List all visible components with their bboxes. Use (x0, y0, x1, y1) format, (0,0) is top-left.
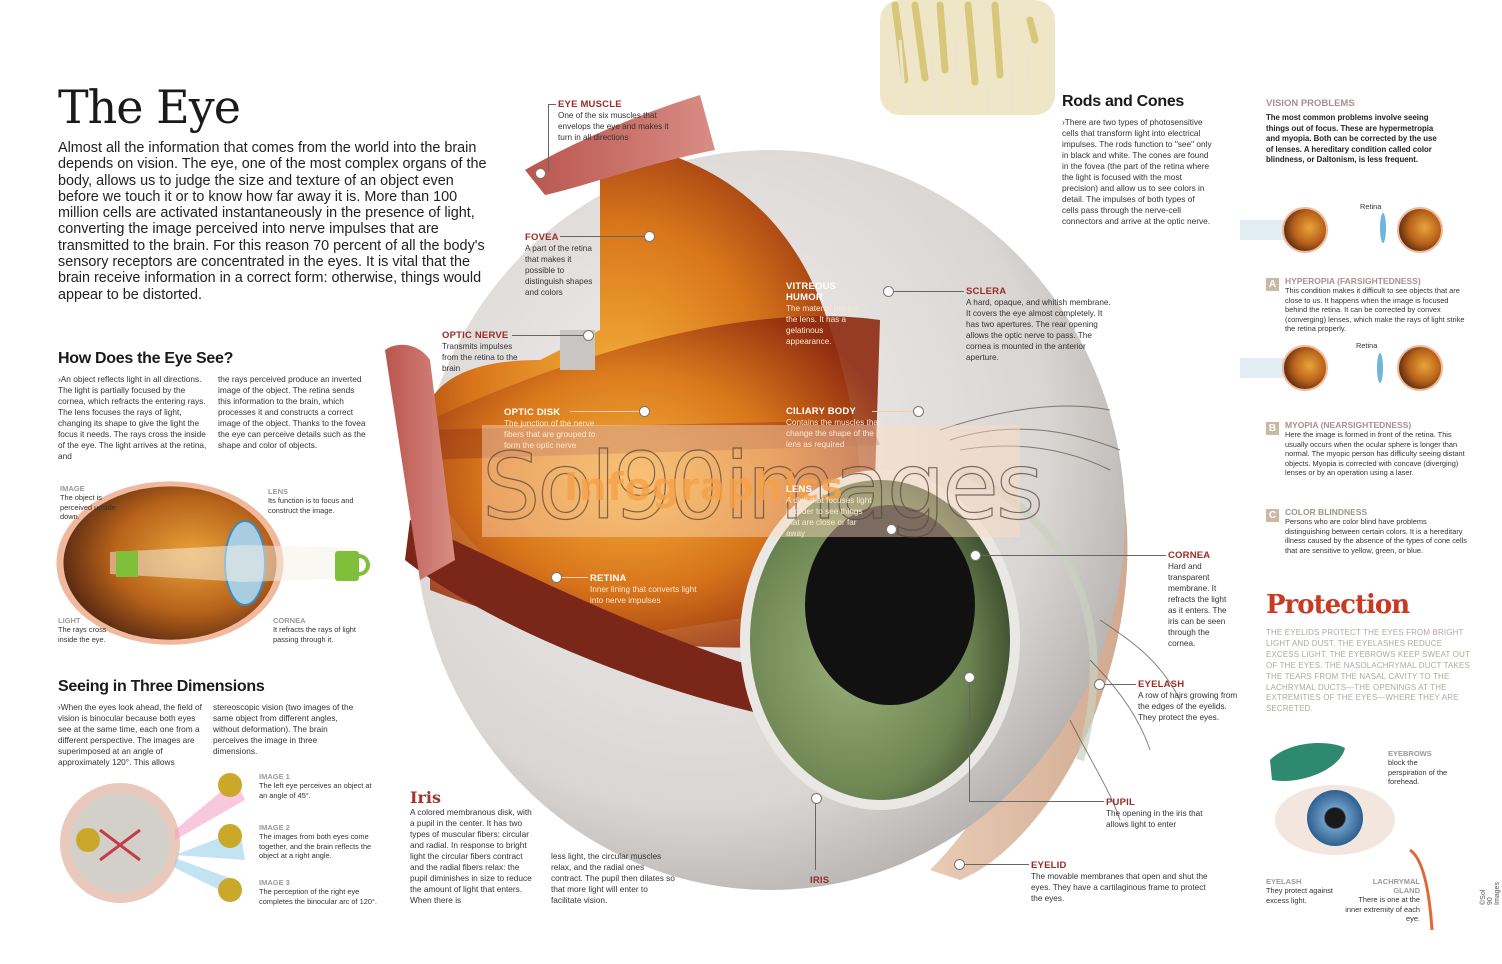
binocular-vision-diagram (60, 773, 245, 903)
rods-cones-text: ›There are two types of photosensitive c… (1062, 117, 1212, 226)
image-2-caption: IMAGE 2 The images from both eyes come t… (259, 823, 372, 861)
label-lens: LENS A disk that focuses light in order … (786, 484, 872, 538)
how-eye-sees-diagram (56, 481, 370, 645)
retina-label-1: Retina (1360, 202, 1382, 211)
iris-heading: Iris (410, 788, 441, 807)
how-eye-sees-heading: How Does the Eye See? (58, 350, 234, 367)
hyperopia-item: HYPEROPIA (FARSIGHTEDNESS) This conditio… (1285, 276, 1465, 334)
label-eye-muscle: EYE MUSCLE One of the six muscles that e… (558, 99, 669, 142)
watermark-infographics-text: Infographics (564, 465, 844, 509)
page-title: The Eye (58, 80, 241, 134)
label-ciliary-body: CILIARY BODY Contains the muscles that c… (786, 406, 881, 449)
label-fovea: FOVEA A part of the retina that makes it… (525, 232, 593, 297)
label-pupil: PUPIL The opening in the iris that allow… (1106, 797, 1203, 829)
rods-cones-image (880, 0, 1055, 115)
label-vitreous-humor: VITREOUS HUMOR The material behind the l… (786, 281, 859, 346)
protection-text: The eyelids protect the eyes from bright… (1266, 628, 1470, 714)
label-iris: IRIS (810, 875, 830, 886)
how-eye-sees-col1: ›An object reflects light in all directi… (58, 374, 207, 461)
label-sclera: SCLERA A hard, opaque, and whitish membr… (966, 286, 1111, 362)
label-retina: RETINA Inner lining that converts light … (590, 573, 697, 605)
three-dimensions-heading: Seeing in Three Dimensions (58, 678, 265, 695)
lachrymal-gland-label: LACHRYMAL GLAND There is one at the inne… (1345, 877, 1420, 924)
image-label: IMAGE The object is perceived upside dow… (60, 484, 116, 522)
label-eyelash: EYELASH A row of hairs growing from the … (1138, 679, 1238, 722)
three-dimensions-col2: stereoscopic vision (two images of the s… (213, 702, 354, 756)
watermark-logo-text: Sol90images (481, 432, 1044, 540)
image-3-caption: IMAGE 3 The perception of the right eye … (259, 878, 377, 906)
color-blindness-item: COLOR BLINDNESS Persons who are color bl… (1285, 507, 1468, 555)
watermark: Sol90images Infographics (481, 425, 1044, 541)
copyright: ©Sol 90 Images (1480, 882, 1501, 905)
light-label: LIGHT The rays cross inside the eye. (58, 616, 107, 644)
label-eyelid: EYELID The movable membranes that open a… (1031, 860, 1208, 903)
badge-b: B (1266, 422, 1279, 435)
hyperopia-diagram-1 (1240, 207, 1443, 253)
cornea-small-label: CORNEA It refracts the rays of light pas… (273, 616, 356, 644)
badge-c: C (1266, 509, 1279, 522)
badge-a: A (1266, 278, 1279, 291)
intro-paragraph: Almost all the information that comes fr… (58, 140, 487, 303)
label-optic-nerve: OPTIC NERVE Transmits impulses from the … (442, 330, 518, 373)
myopia-diagram (1240, 345, 1443, 391)
eyebrows-label: EYEBROWS block the perspiration of the f… (1388, 749, 1448, 787)
iris-col2: less light, the circular muscles relax, … (551, 851, 675, 905)
image-1-caption: IMAGE 1 The left eye perceives an object… (259, 772, 372, 800)
protection-eye-illustration (1270, 743, 1434, 931)
vision-problems-intro: The most common problems involve seeing … (1266, 113, 1437, 165)
vision-problems-heading: VISION PROBLEMS (1266, 98, 1355, 109)
iris-col1: A colored membranous disk, with a pupil … (410, 807, 532, 905)
lens-small-label: LENS Its function is to focus and constr… (268, 487, 354, 515)
eyelash-protection-label: EYELASH They protect against excess ligh… (1266, 877, 1333, 905)
three-dimensions-col1: ›When the eyes look ahead, the field of … (58, 702, 202, 767)
retina-label-2: Retina (1356, 341, 1378, 350)
myopia-item: MYOPIA (NEARSIGHTEDNESS) Here the image … (1285, 420, 1465, 478)
rods-cones-heading: Rods and Cones (1062, 93, 1185, 110)
label-optic-disk: OPTIC DISK The junction of the nerve fib… (504, 407, 596, 450)
protection-heading: Protection (1266, 590, 1410, 620)
label-cornea: CORNEA Hard and transparent membrane. It… (1168, 550, 1227, 648)
how-eye-sees-col2: the rays perceived produce an inverted i… (218, 374, 366, 450)
